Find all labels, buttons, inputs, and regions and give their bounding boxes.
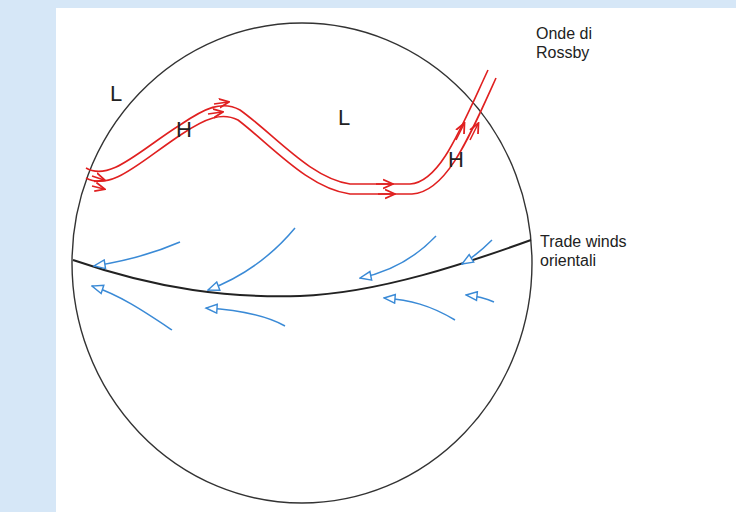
- pressure-mark: H: [176, 118, 192, 142]
- pressure-mark: H: [448, 148, 464, 172]
- wave-title: Onde di Rossby: [536, 24, 616, 62]
- rossby-wave: [86, 70, 496, 194]
- pressure-mark: L: [110, 82, 122, 106]
- wind-title: Trade winds orientali: [540, 232, 650, 270]
- trade-wind-arrows: [92, 228, 494, 330]
- pressure-mark: L: [338, 106, 350, 130]
- equator-line: [73, 240, 531, 296]
- globe-outline: [72, 23, 532, 503]
- white-panel: [56, 8, 736, 512]
